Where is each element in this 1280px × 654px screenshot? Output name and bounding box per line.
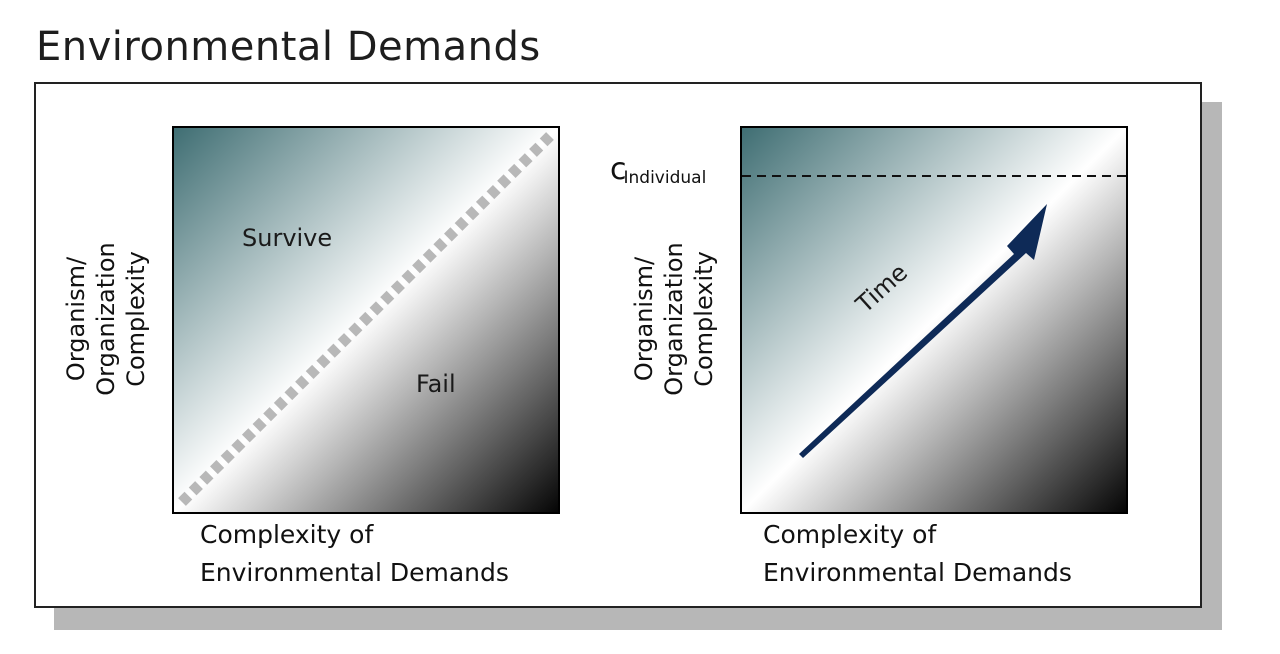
left-x-axis-label: Complexity of Environmental Demands	[200, 516, 509, 592]
time-arrow	[799, 204, 1047, 458]
threshold-symbol: c	[610, 152, 627, 187]
survival-boundary-line	[178, 132, 554, 506]
threshold-subscript: Individual	[623, 168, 707, 188]
right-y-label-line-3: Complexity	[690, 251, 718, 387]
left-gradient-svg	[174, 128, 558, 512]
region-survive-label: Survive	[242, 224, 333, 252]
left-diagram-panel: Survive Fail	[172, 126, 560, 514]
left-x-label-line-1: Complexity of	[200, 520, 374, 549]
right-x-label-line-1: Complexity of	[763, 520, 937, 549]
page-title: Environmental Demands	[36, 24, 541, 70]
region-fail-label: Fail	[416, 370, 456, 398]
right-y-label-line-2: Organization	[660, 242, 688, 396]
threshold-label: cIndividual	[610, 152, 706, 188]
right-x-label-line-2: Environmental Demands	[763, 558, 1072, 587]
left-y-axis-label: Organism/ Organization Complexity	[61, 199, 151, 439]
right-gradient-svg	[742, 128, 1126, 512]
right-y-axis-label: Organism/ Organization Complexity	[629, 199, 719, 439]
left-y-label-line-1: Organism/	[62, 256, 90, 382]
left-x-label-line-2: Environmental Demands	[200, 558, 509, 587]
left-y-label-line-2: Organization	[92, 242, 120, 396]
right-y-label-line-1: Organism/	[630, 256, 658, 382]
right-diagram-panel: Time	[740, 126, 1128, 514]
right-x-axis-label: Complexity of Environmental Demands	[763, 516, 1072, 592]
left-y-label-line-3: Complexity	[122, 251, 150, 387]
